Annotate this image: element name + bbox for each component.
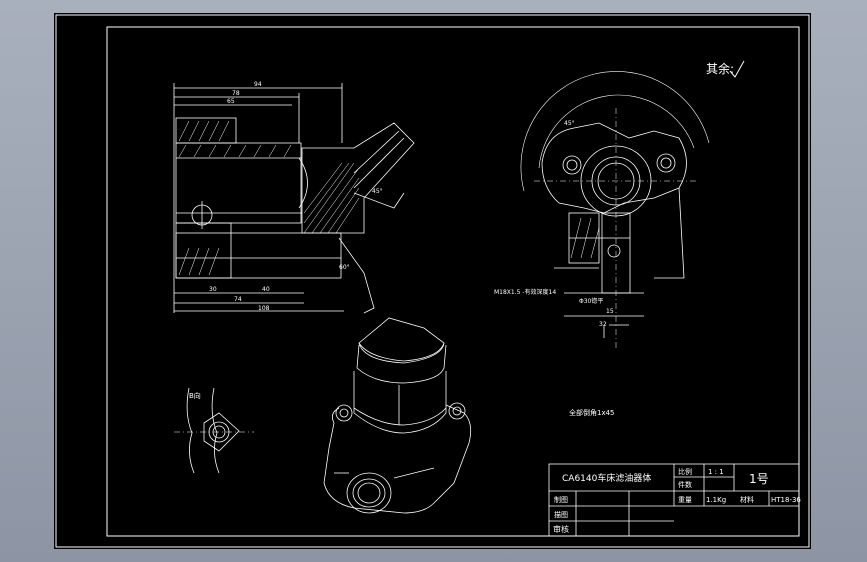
weight-value: 1.1Kg bbox=[706, 496, 726, 504]
sheet-number: 1号 bbox=[749, 472, 769, 486]
b-view-detail bbox=[174, 387, 254, 474]
material-label: 材料 bbox=[740, 495, 754, 504]
material-value: HT18-36 bbox=[771, 496, 801, 504]
dim-78: 78 bbox=[232, 90, 240, 97]
scale-value: 1 : 1 bbox=[708, 468, 724, 476]
remark-text: 其余: bbox=[706, 61, 734, 76]
drafter-label: 描图 bbox=[554, 510, 568, 519]
outer-frame bbox=[55, 14, 810, 548]
title-block bbox=[548, 463, 800, 537]
cad-drawing: 其余: bbox=[55, 14, 810, 548]
checker-label: 审核 bbox=[553, 524, 569, 534]
dim-40: 40 bbox=[262, 286, 270, 293]
dim-108: 108 bbox=[258, 305, 270, 312]
roughness-symbol bbox=[729, 60, 745, 78]
qty-label: 件数 bbox=[678, 480, 692, 489]
chamfer-note: 全部倒角1x45 bbox=[569, 408, 615, 417]
dim-45-angle-top: 45° bbox=[564, 120, 575, 127]
dim-94: 94 bbox=[254, 81, 262, 88]
isometric-view bbox=[323, 317, 472, 514]
drawing-sheet: 其余: bbox=[54, 13, 811, 549]
inner-frame bbox=[106, 26, 800, 537]
part-name: CA6140车床滤油器体 bbox=[562, 472, 651, 484]
weight-label: 重量 bbox=[678, 496, 692, 504]
top-view-dimensions: 45° 15 32 M18X1.5 -有效深度14 Φ30锪平 bbox=[494, 120, 614, 328]
dim-15: 15 bbox=[606, 308, 614, 315]
drawn-label: 制图 bbox=[554, 495, 568, 504]
front-view-dimensions: 94 78 65 30 40 74 108 45° 60° bbox=[209, 81, 383, 312]
front-section-view bbox=[173, 83, 415, 314]
dim-45-angle: 45° bbox=[372, 188, 383, 195]
dim-60-angle: 60° bbox=[339, 264, 350, 271]
section-label: B向 bbox=[189, 391, 201, 400]
scale-label: 比例 bbox=[678, 467, 692, 476]
dim-32: 32 bbox=[599, 321, 607, 328]
dim-74: 74 bbox=[234, 296, 242, 303]
thread-note: M18X1.5 -有效深度14 bbox=[494, 288, 556, 296]
dim-30: 30 bbox=[209, 286, 217, 293]
top-view bbox=[520, 71, 710, 348]
dim-65: 65 bbox=[227, 98, 235, 105]
hole-note: Φ30锪平 bbox=[579, 297, 603, 305]
